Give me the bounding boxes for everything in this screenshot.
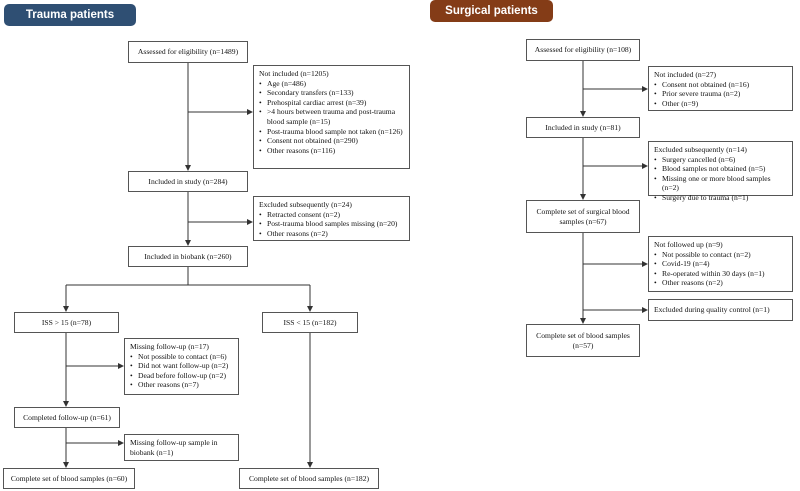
list-item: Other reasons (n=7) [130, 380, 233, 390]
list-item: Dead before follow-up (n=2) [130, 371, 233, 381]
list-item: Secondary transfers (n=133) [259, 88, 404, 98]
list-item: Not possible to contact (n=2) [654, 250, 787, 260]
not-followed-box: Not followed up (n=9) Not possible to co… [648, 236, 793, 292]
trauma-not-included-title: Not included (n=1205) [259, 69, 329, 78]
surgical-assessed-label: Assessed for eligibility (n=108) [534, 45, 632, 55]
trauma-complete-left-label: Complete set of blood samples (n=60) [10, 473, 128, 483]
surgical-final-complete-label: Complete set of blood samples (n=57) [536, 330, 630, 350]
surgical-not-included-box: Not included (n=27) Consent not obtained… [648, 66, 793, 111]
trauma-biobank-box: Included in biobank (n=260) [128, 246, 248, 267]
trauma-biobank-label: Included in biobank (n=260) [144, 251, 232, 261]
list-item: Retracted consent (n=2) [259, 210, 404, 220]
list-item: Missing one or more blood samples (n=2) [654, 174, 787, 193]
surgical-final-complete-box: Complete set of blood samples (n=57) [526, 324, 640, 357]
surgical-included-label: Included in study (n=81) [545, 122, 621, 132]
list-item: Consent not obtained (n=16) [654, 80, 787, 90]
trauma-not-included-box: Not included (n=1205) Age (n=486) Second… [253, 65, 410, 169]
list-item: Prehospital cardiac arrest (n=39) [259, 98, 404, 108]
trauma-included-label: Included in study (n=284) [148, 176, 228, 186]
list-item: Other (n=9) [654, 99, 787, 109]
iss-high-label: ISS > 15 (n=78) [41, 317, 92, 327]
surgical-included-box: Included in study (n=81) [526, 117, 640, 138]
completed-followup-label: Completed follow-up (n=61) [23, 412, 111, 422]
surgical-not-included-title: Not included (n=27) [654, 70, 717, 79]
missing-followup-title: Missing follow-up (n=17) [130, 342, 209, 351]
list-item: >4 hours between trauma and post-trauma … [259, 107, 404, 126]
completed-followup-box: Completed follow-up (n=61) [14, 407, 120, 428]
list-item: Surgery cancelled (n=6) [654, 155, 787, 165]
list-item: Blood samples not obtained (n=5) [654, 164, 787, 174]
list-item: Age (n=486) [259, 79, 404, 89]
missing-sample-box: Missing follow-up sample in biobank (n=1… [124, 434, 239, 461]
list-item: Not possible to contact (n=6) [130, 352, 233, 362]
surgical-assessed-box: Assessed for eligibility (n=108) [526, 39, 640, 61]
iss-low-label: ISS < 15 (n=182) [283, 317, 337, 327]
trauma-excluded-title: Excluded subsequently (n=24) [259, 200, 352, 209]
list-item: Prior severe trauma (n=2) [654, 89, 787, 99]
trauma-complete-right-box: Complete set of blood samples (n=182) [239, 468, 379, 489]
trauma-complete-right-label: Complete set of blood samples (n=182) [248, 473, 370, 483]
surgical-complete-samples-box: Complete set of surgical blood samples (… [526, 200, 640, 233]
list-item: Other reasons (n=116) [259, 146, 404, 156]
trauma-excluded-box: Excluded subsequently (n=24) Retracted c… [253, 196, 410, 241]
list-item: Post-trauma blood samples missing (n=20) [259, 219, 404, 229]
list-item: Surgery due to trauma (n=1) [654, 193, 787, 203]
trauma-complete-left-box: Complete set of blood samples (n=60) [3, 468, 135, 489]
list-item: Re-operated within 30 days (n=1) [654, 269, 787, 279]
list-item: Did not want follow-up (n=2) [130, 361, 233, 371]
list-item: Other reasons (n=2) [259, 229, 404, 239]
trauma-included-box: Included in study (n=284) [128, 171, 248, 192]
list-item: Covid-19 (n=4) [654, 259, 787, 269]
qc-excluded-box: Excluded during quality control (n=1) [648, 299, 793, 321]
qc-excluded-label: Excluded during quality control (n=1) [654, 305, 770, 315]
list-item: Consent not obtained (n=290) [259, 136, 404, 146]
trauma-assessed-label: Assessed for eligibility (n=1489) [137, 47, 239, 57]
iss-low-box: ISS < 15 (n=182) [262, 312, 358, 333]
missing-sample-label: Missing follow-up sample in biobank (n=1… [130, 437, 218, 457]
trauma-assessed-box: Assessed for eligibility (n=1489) [128, 41, 248, 63]
trauma-header: Trauma patients [4, 4, 136, 26]
surgical-excluded-box: Excluded subsequently (n=14) Surgery can… [648, 141, 793, 202]
list-item: Post-trauma blood sample not taken (n=12… [259, 127, 404, 137]
surgical-excluded-title: Excluded subsequently (n=14) [654, 145, 747, 154]
not-followed-title: Not followed up (n=9) [654, 240, 723, 249]
surgical-complete-samples-label: Complete set of surgical blood samples (… [536, 206, 630, 226]
surgical-header: Surgical patients [430, 0, 553, 22]
missing-followup-box: Missing follow-up (n=17) Not possible to… [124, 338, 239, 395]
iss-high-box: ISS > 15 (n=78) [14, 312, 119, 333]
list-item: Other reasons (n=2) [654, 278, 787, 288]
